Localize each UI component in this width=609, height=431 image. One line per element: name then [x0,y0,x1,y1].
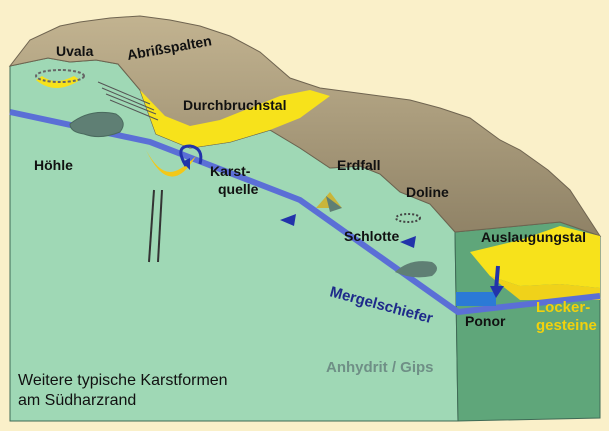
hoehle-cave [69,111,124,138]
schlotte-cavity [395,261,437,278]
lockergesteine-body [490,276,600,300]
label-hoehle: Höhle [34,157,73,173]
label-ponor: Ponor [465,313,506,329]
label-doline: Doline [406,184,449,200]
caption-line-2: am Südharzrand [18,392,137,409]
ponor-channel [456,292,496,306]
label-durchbruchstal: Durchbruchstal [183,97,286,113]
label-uvala: Uvala [56,43,94,59]
valley-sediment [140,90,330,148]
ponor-arrowhead [490,286,504,298]
label-lockergesteine-2: gesteine [536,317,597,334]
caption-line-1: Weitere typische Karstformen [18,372,228,389]
flow-arrows [280,214,416,248]
label-anhydrit-gips: Anhydrit / Gips [326,359,434,376]
label-karstquelle-1: Karst- [210,163,251,179]
caption: Weitere typische Karstformen am Südharzr… [18,371,318,411]
label-karstquelle-2: quelle [218,181,259,197]
label-lockergesteine-1: Locker- [536,299,590,316]
karstquelle-arrow [179,144,203,167]
label-auslaugungstal: Auslaugungstal [481,229,586,245]
auslaugungstal-sediment [470,226,600,288]
erdfall-cone-shade [326,196,342,212]
uvala-ring [35,69,85,83]
label-erdfall: Erdfall [337,157,381,173]
karstquelle-arrowhead [182,158,190,170]
fissure-right [157,189,163,263]
label-schlotte: Schlotte [344,228,399,244]
fissure-left [148,189,155,263]
karstquelle-funnel [146,150,196,177]
abrissspalten-cracks [97,81,159,121]
doline-ring [395,213,421,223]
